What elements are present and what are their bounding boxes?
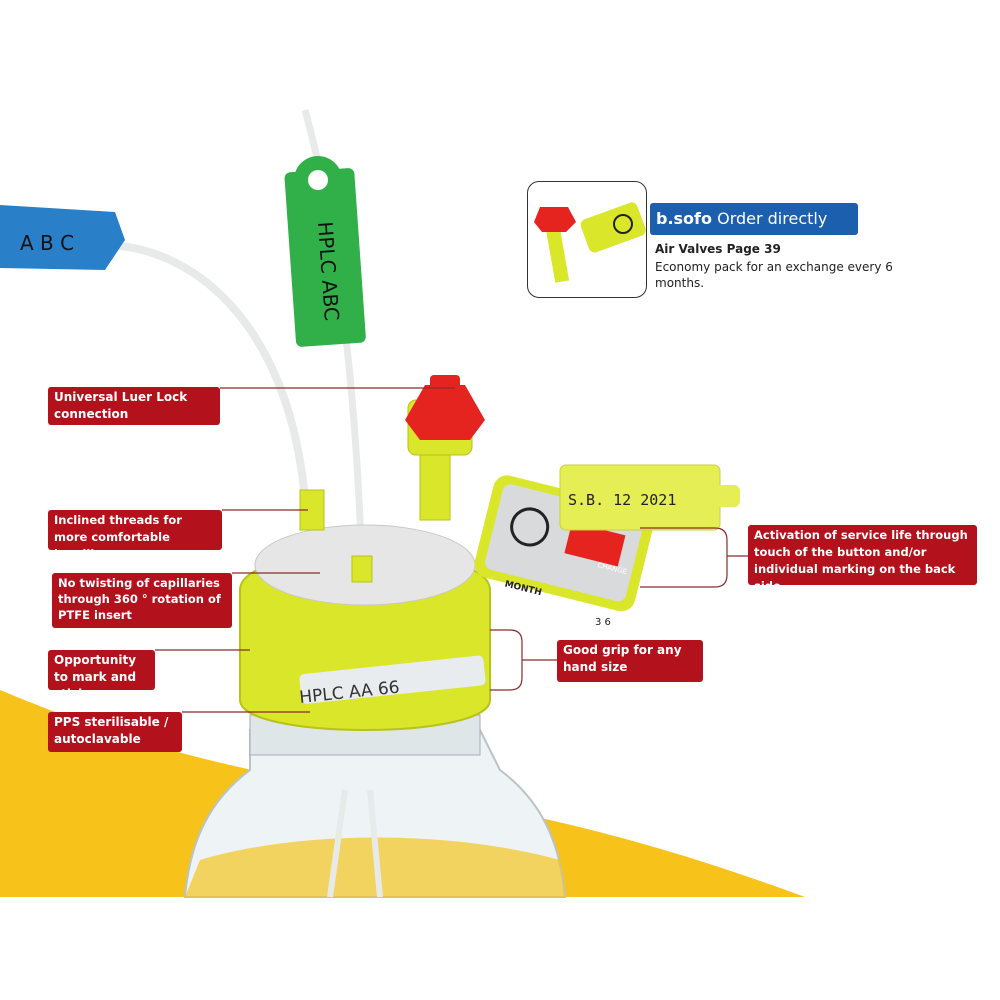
- label-luer-lock: Universal Luer Lock connection: [48, 387, 220, 425]
- device-digits: 3 6: [595, 617, 611, 628]
- brand-name: b.sofo: [656, 209, 712, 228]
- label-good-grip: Good grip for any hand size: [557, 640, 703, 682]
- order-heading: Order directly: [717, 209, 828, 228]
- air-valve-product-image: [527, 181, 647, 298]
- air-valve: [405, 375, 485, 521]
- label-no-twisting: No twisting of capillaries through 360 °…: [52, 573, 232, 628]
- bottle-cap: [239, 489, 491, 731]
- label-pps-sterilisable: PPS sterilisable / autoclavable: [48, 712, 182, 752]
- yellow-tag: [559, 464, 740, 531]
- promo-title: Air Valves Page 39: [655, 242, 781, 256]
- label-activation: Activation of service life through touch…: [748, 525, 977, 593]
- label-inclined-threads: Inclined threads for more comfortable ha…: [48, 510, 222, 561]
- tube-left: [109, 241, 309, 501]
- green-tag: [284, 156, 366, 347]
- order-directly-banner[interactable]: b.sofo Order directly: [650, 203, 858, 235]
- blue-tag: [0, 205, 125, 270]
- label-mark-and-stick: Opportunity to mark and stick: [48, 650, 155, 701]
- yellow-tag-text: S.B. 12 2021: [568, 491, 676, 509]
- leader-lines: [155, 387, 748, 713]
- blue-tag-text: A B C: [20, 231, 74, 255]
- power-button-icon: [510, 507, 550, 547]
- promo-text: Economy pack for an exchange every 6 mon…: [655, 260, 893, 290]
